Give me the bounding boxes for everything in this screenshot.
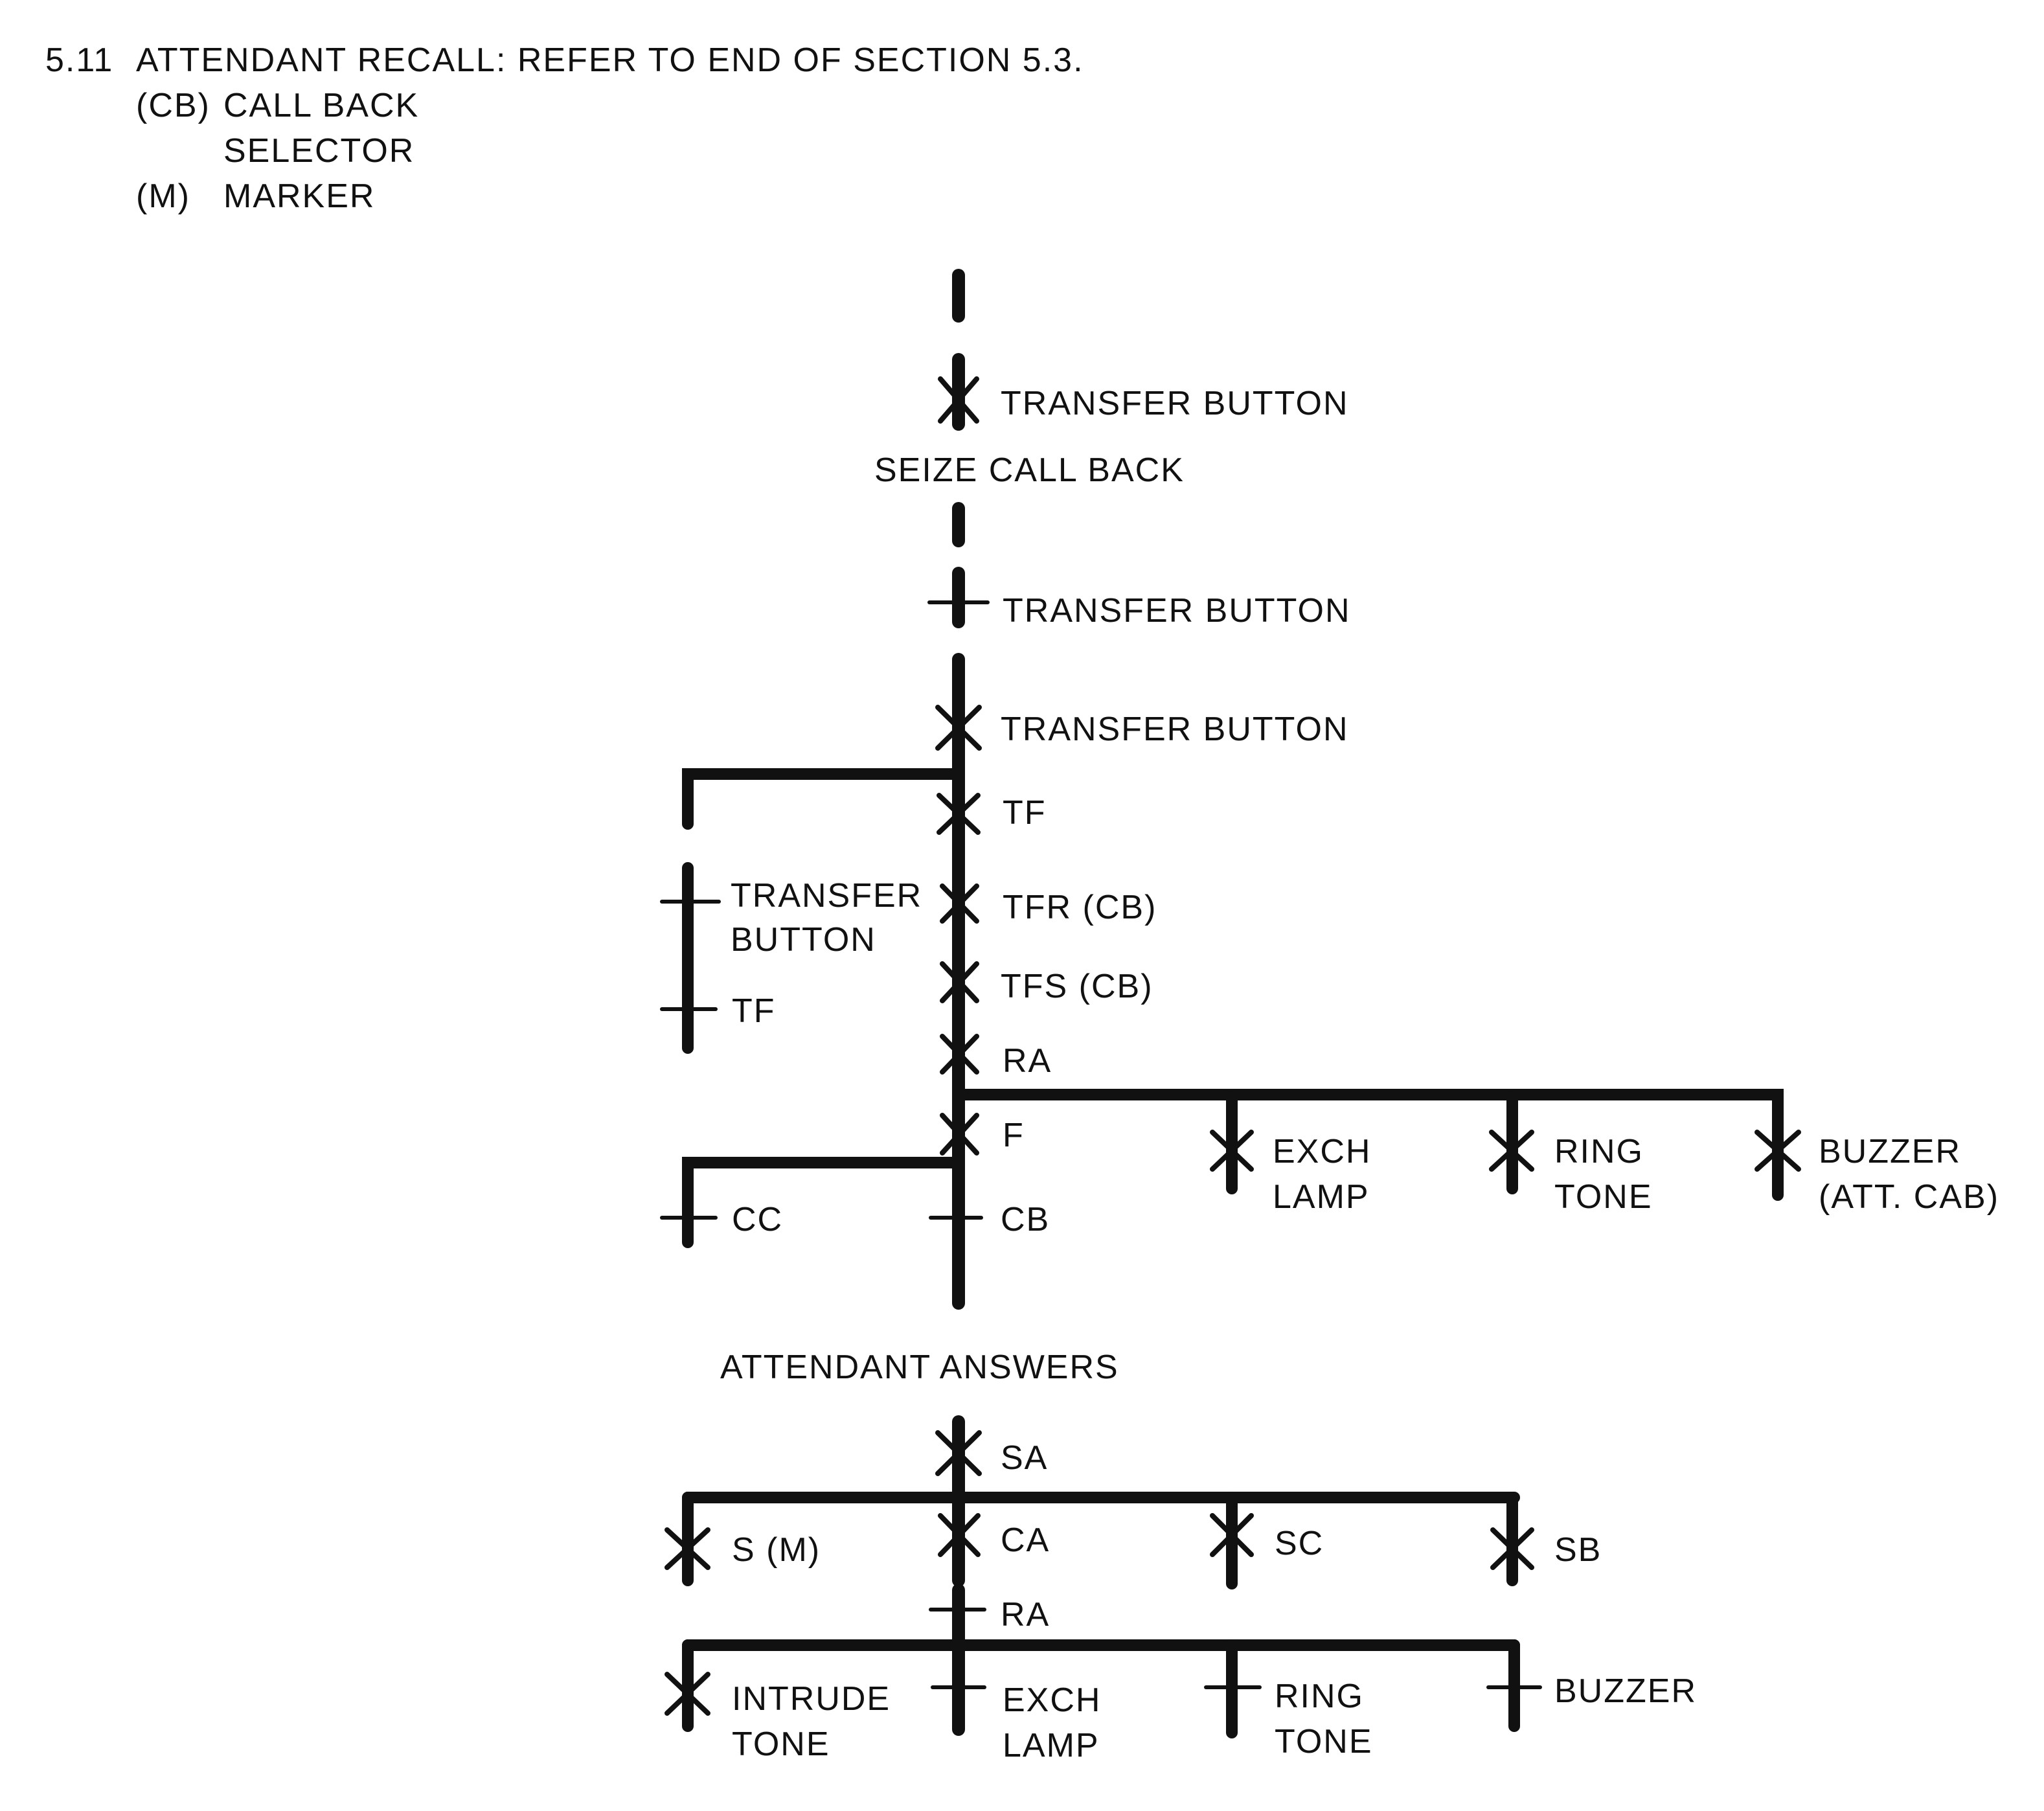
cc-branch bbox=[682, 1157, 958, 1248]
buzzer-att-cab-x-symbol bbox=[1754, 1130, 1801, 1172]
s-m-label: S (M) bbox=[732, 1531, 821, 1569]
stage3-buzzer-label: BUZZER bbox=[1554, 1672, 1697, 1710]
ra-label: RA bbox=[1003, 1042, 1052, 1080]
ring-tone-line2: TONE bbox=[1554, 1178, 1653, 1216]
section-number: 5.11 bbox=[45, 41, 113, 79]
tfs-x-symbol bbox=[940, 961, 979, 1003]
left-transfer-button-line2: BUTTON bbox=[731, 921, 876, 959]
buzzer-line1: BUZZER bbox=[1819, 1133, 1961, 1170]
intrude-tone-line2: TONE bbox=[732, 1726, 830, 1763]
stage3-ra-label: RA bbox=[1001, 1596, 1050, 1634]
buzzer-line2: (ATT. CAB) bbox=[1819, 1178, 1999, 1216]
exch-lamp-x-symbol bbox=[1210, 1130, 1254, 1172]
intrude-tone-line1: INTRUDE bbox=[732, 1680, 891, 1718]
left-branch-connector bbox=[682, 768, 958, 830]
cb-label: CB bbox=[1001, 1201, 1050, 1238]
f-x-symbol bbox=[940, 1113, 979, 1156]
legend-callback-line1: CALL BACK bbox=[223, 87, 419, 124]
sa-label: SA bbox=[1001, 1439, 1048, 1477]
section-title: ATTENDANT RECALL: REFER TO END OF SECTIO… bbox=[136, 41, 1084, 79]
seize-call-back-caption: SEIZE CALL BACK bbox=[874, 451, 1185, 489]
tfr-x-symbol bbox=[940, 883, 979, 924]
ca-x-symbol bbox=[938, 1513, 981, 1557]
left-transfer-button-line1: TRANSFER bbox=[731, 877, 922, 915]
ring-tone-x-symbol bbox=[1489, 1130, 1534, 1172]
sa-x-symbol bbox=[935, 1430, 982, 1476]
attendant-answers-caption: ATTENDANT ANSWERS bbox=[720, 1349, 1119, 1386]
stage2-transfer-button-x-symbol bbox=[935, 705, 982, 751]
stage2-transfer-button-label: TRANSFER BUTTON bbox=[1001, 711, 1349, 748]
s-m-x-symbol bbox=[664, 1527, 710, 1570]
sb-label: SB bbox=[1554, 1531, 1602, 1569]
ra-horizontal-branch bbox=[959, 1089, 1784, 1201]
stage3-ring-tone-line1: RING bbox=[1275, 1678, 1364, 1715]
stage3-ring-tone-line2: TONE bbox=[1275, 1723, 1373, 1760]
cc-label: CC bbox=[732, 1201, 783, 1238]
tfs-label: TFS (CB) bbox=[1001, 968, 1153, 1005]
intrude-tone-x-symbol bbox=[664, 1672, 710, 1716]
legend-callback-line2: SELECTOR bbox=[223, 132, 414, 170]
f-label: F bbox=[1003, 1117, 1025, 1154]
left-tf-label: TF bbox=[732, 992, 776, 1030]
legend-marker-label: MARKER bbox=[223, 177, 375, 215]
stage1-transfer-button-x-symbol bbox=[938, 376, 979, 424]
ca-label: CA bbox=[1001, 1521, 1050, 1559]
tf-x-symbol bbox=[937, 793, 981, 835]
exch-lamp-line2: LAMP bbox=[1273, 1178, 1370, 1216]
exch-lamp-line1: EXCH bbox=[1273, 1133, 1371, 1170]
sc-label: SC bbox=[1275, 1525, 1324, 1562]
stage2-transfer-button-release-label: TRANSFER BUTTON bbox=[1003, 592, 1351, 630]
legend-abbr-m: (M) bbox=[136, 177, 190, 215]
stage1-transfer-button-label: TRANSFER BUTTON bbox=[1001, 385, 1349, 422]
legend-abbr-cb: (CB) bbox=[136, 87, 210, 124]
tfr-label: TFR (CB) bbox=[1003, 889, 1157, 926]
tf-label: TF bbox=[1003, 794, 1047, 832]
stage3-exch-lamp-line2: LAMP bbox=[1003, 1727, 1100, 1764]
stage3-exch-lamp-line1: EXCH bbox=[1003, 1681, 1101, 1719]
sc-x-symbol bbox=[1210, 1513, 1254, 1557]
ring-tone-line1: RING bbox=[1554, 1133, 1644, 1170]
ra-x-symbol bbox=[940, 1034, 979, 1075]
sb-x-symbol bbox=[1490, 1527, 1534, 1570]
